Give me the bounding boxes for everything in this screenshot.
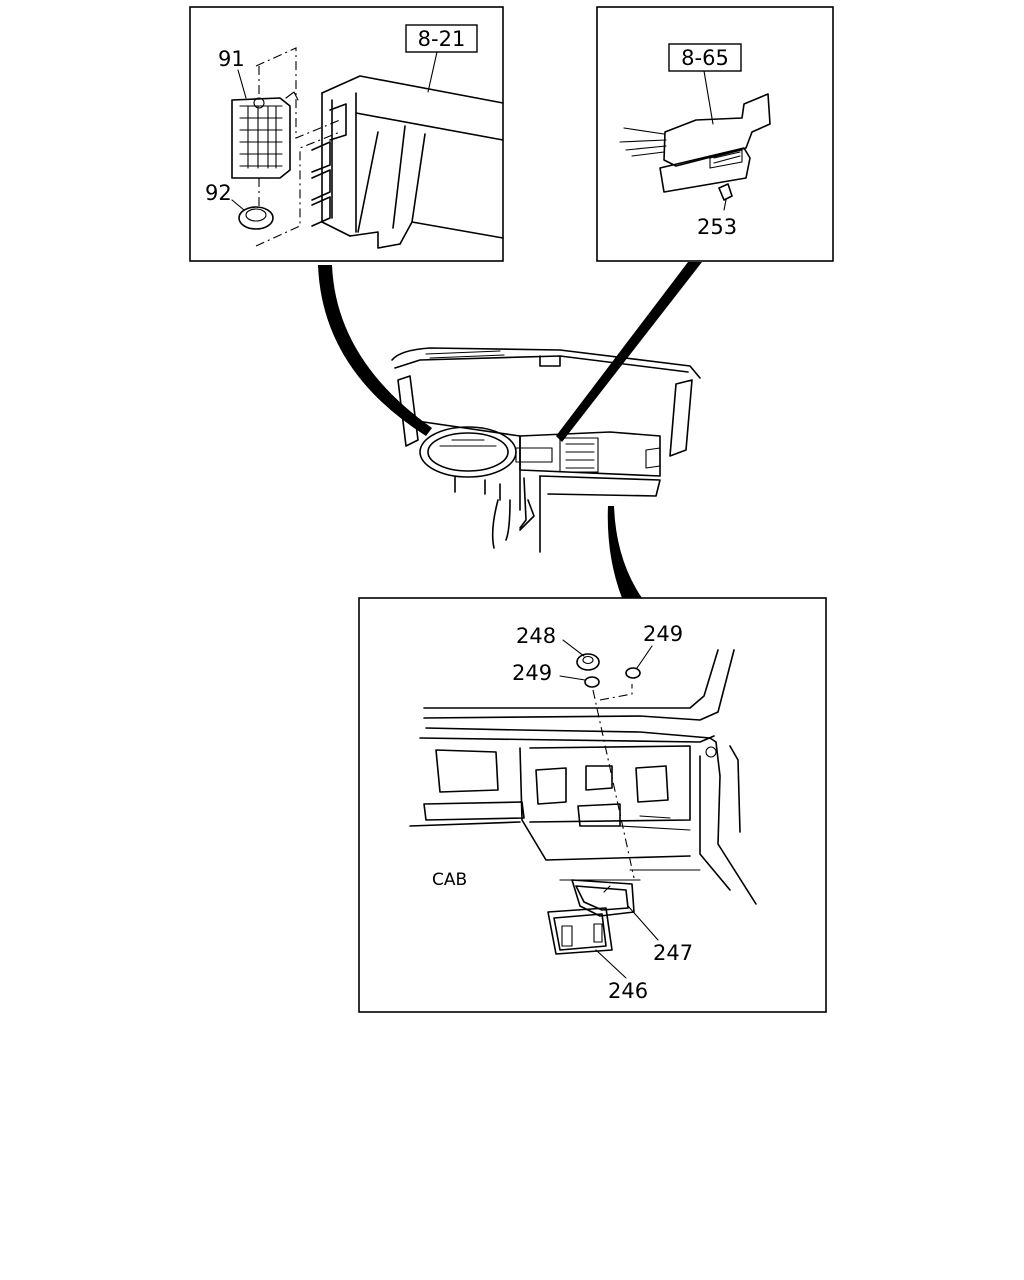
- callout-249-left: 249: [512, 661, 552, 685]
- panel-top-left: 8-21 91: [189, 6, 504, 262]
- nut-part-248: [576, 653, 600, 671]
- connector-part: [619, 93, 771, 193]
- ref-box-top-left: [405, 24, 478, 53]
- leader-wedge-left: [318, 265, 432, 436]
- panel-bottom: CAB 248 249 249 247 246: [358, 597, 827, 1013]
- leader-wedge-right: [556, 262, 702, 442]
- vent-part-91: [231, 91, 299, 179]
- callout-247: 247: [653, 941, 693, 965]
- clip-part-253: [718, 183, 733, 201]
- leader-wedge-bottom: [607, 506, 642, 598]
- callout-253: 253: [697, 215, 737, 239]
- washer-part-249-right: [625, 667, 641, 679]
- callout-91: 91: [218, 47, 245, 71]
- bracket-part-247: [571, 879, 635, 917]
- callout-246: 246: [608, 979, 648, 1003]
- ref-label-top-right: 8-65: [681, 46, 729, 70]
- ref-label-top-left: 8-21: [418, 27, 466, 51]
- washer-part-249-left: [584, 676, 600, 688]
- ref-box-top-right: [668, 43, 742, 72]
- dashboard-overview: [391, 347, 701, 553]
- callout-92: 92: [205, 181, 232, 205]
- bracket-part-246: [547, 907, 613, 955]
- callout-249-right: 249: [643, 622, 683, 646]
- cab-label: CAB: [432, 870, 467, 890]
- panel-top-right: 8-65 253: [596, 6, 834, 262]
- callout-248: 248: [516, 624, 556, 648]
- grommet-part-92: [238, 206, 274, 230]
